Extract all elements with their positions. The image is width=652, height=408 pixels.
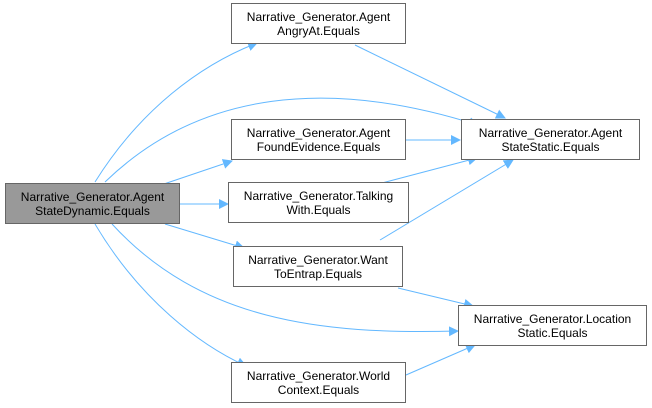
- node-talking-with-equals[interactable]: Narrative_Generator.Talking With.Equals: [228, 182, 409, 223]
- edge-root-to-state-static: [104, 97, 479, 183]
- edge-world-context-to-location-static: [405, 344, 476, 376]
- node-label-line1: Narrative_Generator.Want: [248, 252, 388, 267]
- node-location-static-equals[interactable]: Narrative_Generator.Location Static.Equa…: [458, 305, 647, 346]
- node-label-line2: StateStatic.Equals: [501, 139, 600, 154]
- edge-angry-at-to-state-static: [354, 44, 506, 119]
- node-label-line2: Static.Equals: [517, 325, 588, 340]
- edge-root-to-angry-at: [94, 41, 258, 183]
- node-label-line1: Narrative_Generator.Location: [473, 311, 632, 326]
- node-label-line1: Narrative_Generator.Agent: [478, 125, 623, 140]
- node-label-line1: Narrative_Generator.Talking: [243, 188, 394, 203]
- node-want-to-entrap-equals[interactable]: Narrative_Generator.Want ToEntrap.Equals: [233, 246, 403, 287]
- node-world-context-equals[interactable]: Narrative_Generator.World Context.Equals: [231, 362, 406, 403]
- node-label-line1: Narrative_Generator.Agent: [246, 125, 391, 140]
- node-label-line1: Narrative_Generator.World: [246, 368, 391, 383]
- edge-root-to-want-to-entrap: [164, 223, 245, 251]
- edge-want-to-entrap-to-location-static: [397, 287, 474, 309]
- node-agent-found-evidence-equals[interactable]: Narrative_Generator.Agent FoundEvidence.…: [231, 119, 406, 160]
- node-label-line1: Narrative_Generator.Agent: [246, 9, 391, 24]
- edge-talking-with-to-state-static: [381, 155, 478, 184]
- node-label-line2: AngryAt.Equals: [277, 23, 360, 38]
- node-label-line2: With.Equals: [286, 202, 351, 217]
- node-agent-state-static-equals[interactable]: Narrative_Generator.Agent StateStatic.Eq…: [461, 119, 640, 160]
- node-label-line2: Context.Equals: [277, 382, 360, 397]
- node-label-line2: StateDynamic.Equals: [35, 203, 150, 218]
- edge-root-to-found-evidence: [157, 159, 233, 187]
- edge-root-to-world-context: [94, 223, 247, 367]
- node-label-line2: ToEntrap.Equals: [273, 266, 363, 281]
- node-label-line2: FoundEvidence.Equals: [256, 139, 381, 154]
- edge-root-to-location-static: [111, 223, 459, 337]
- node-agent-state-dynamic-equals[interactable]: Narrative_Generator.Agent StateDynamic.E…: [5, 183, 180, 224]
- node-label-line1: Narrative_Generator.Agent: [20, 189, 165, 204]
- node-agent-angry-at-equals[interactable]: Narrative_Generator.Agent AngryAt.Equals: [231, 3, 406, 44]
- edge-want-to-entrap-to-state-static: [379, 159, 514, 241]
